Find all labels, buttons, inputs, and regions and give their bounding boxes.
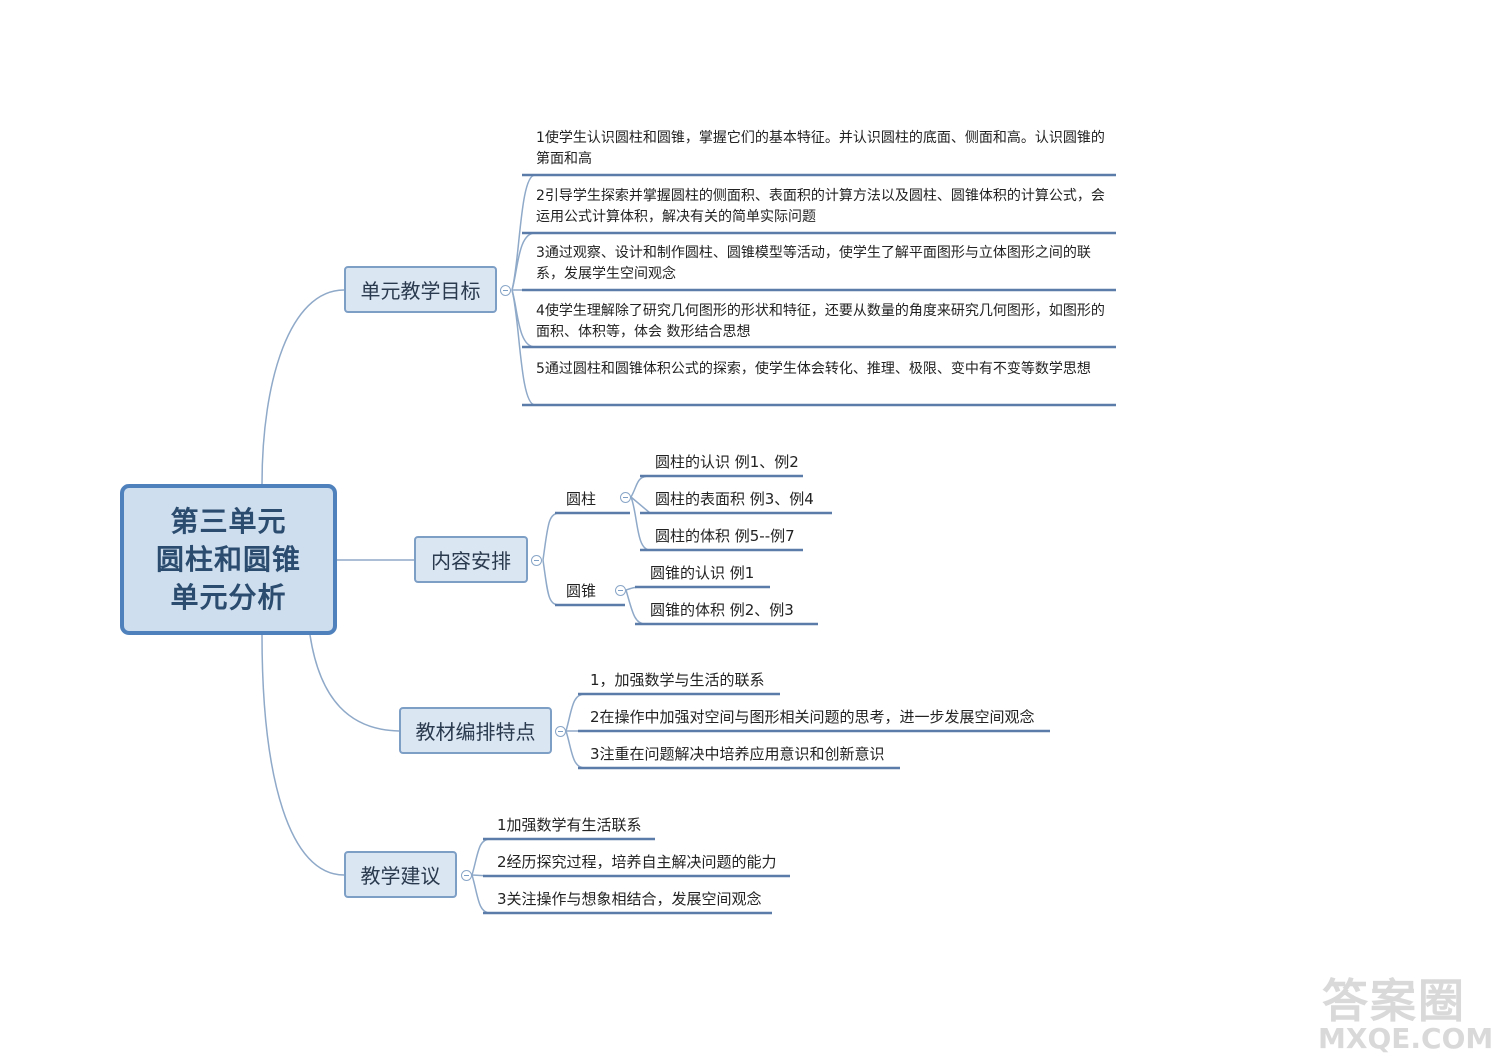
cylinder-item-2: 圆柱的表面积 例3、例4 [655,490,814,508]
branch-teaching-advice[interactable]: 教学建议 [344,851,457,898]
collapse-icon[interactable] [461,870,472,881]
watermark-logo: 答案圈 [1322,974,1466,1028]
root-title-line-2: 圆柱和圆锥 [155,542,301,576]
goal-item-4: 4使学生理解除了研究几何图形的形状和特征，还要从数量的角度来研究几何图形，如图形… [536,303,1105,340]
feature-item-1: 1，加强数学与生活的联系 [590,671,765,689]
advice-item-3: 3关注操作与想象相结合，发展空间观念 [497,890,762,908]
collapse-icon[interactable] [555,726,566,737]
cone-item-2: 圆锥的体积 例2、例3 [650,601,794,619]
collapse-icon[interactable] [531,555,542,566]
goal-item-2: 2引导学生探索并掌握圆柱的侧面积、表面积的计算方法以及圆柱、圆锥体积的计算公式，… [536,188,1105,225]
advice-item-2: 2经历探究过程，培养自主解决问题的能力 [497,853,777,871]
root-title-line-1: 第三单元 [170,504,287,538]
feature-item-2: 2在操作中加强对空间与图形相关问题的思考，进一步发展空间观念 [590,708,1035,726]
subtopic-cylinder[interactable]: 圆柱 [566,490,597,508]
collapse-icon[interactable] [615,585,626,596]
cylinder-item-1: 圆柱的认识 例1、例2 [655,453,799,471]
root-node[interactable]: 第三单元 圆柱和圆锥 单元分析 [120,484,337,635]
branch-unit-goals[interactable]: 单元教学目标 [344,266,497,313]
goal-item-1: 1使学生认识圆柱和圆锥，掌握它们的基本特征。并认识圆柱的底面、侧面和高。认识圆锥… [536,130,1105,167]
cone-item-1: 圆锥的认识 例1 [650,564,755,582]
advice-item-1: 1加强数学有生活联系 [497,816,642,834]
branch-textbook-features-label: 教材编排特点 [415,720,536,744]
branch-unit-goals-label: 单元教学目标 [360,279,481,303]
branch-content-arrangement-label: 内容安排 [431,549,511,573]
root-title-line-3: 单元分析 [170,580,287,614]
feature-item-3: 3注重在问题解决中培养应用意识和创新意识 [590,745,885,763]
subtopic-cone[interactable]: 圆锥 [566,582,597,600]
branch-teaching-advice-label: 教学建议 [360,864,441,888]
branch-content-arrangement[interactable]: 内容安排 [414,536,528,583]
branch-textbook-features[interactable]: 教材编排特点 [399,707,552,754]
collapse-icon[interactable] [500,285,511,296]
cylinder-item-3: 圆柱的体积 例5--例7 [655,527,795,545]
goal-item-5: 5通过圆柱和圆锥体积公式的探索，使学生体会转化、推理、极限、变中有不变等数学思想 [536,361,1091,377]
collapse-icon[interactable] [620,492,631,503]
goal-item-3: 3通过观察、设计和制作圆柱、圆锥模型等活动，使学生了解平面图形与立体图形之间的联… [536,245,1091,282]
watermark-url: MXQE.COM [1318,1022,1494,1055]
